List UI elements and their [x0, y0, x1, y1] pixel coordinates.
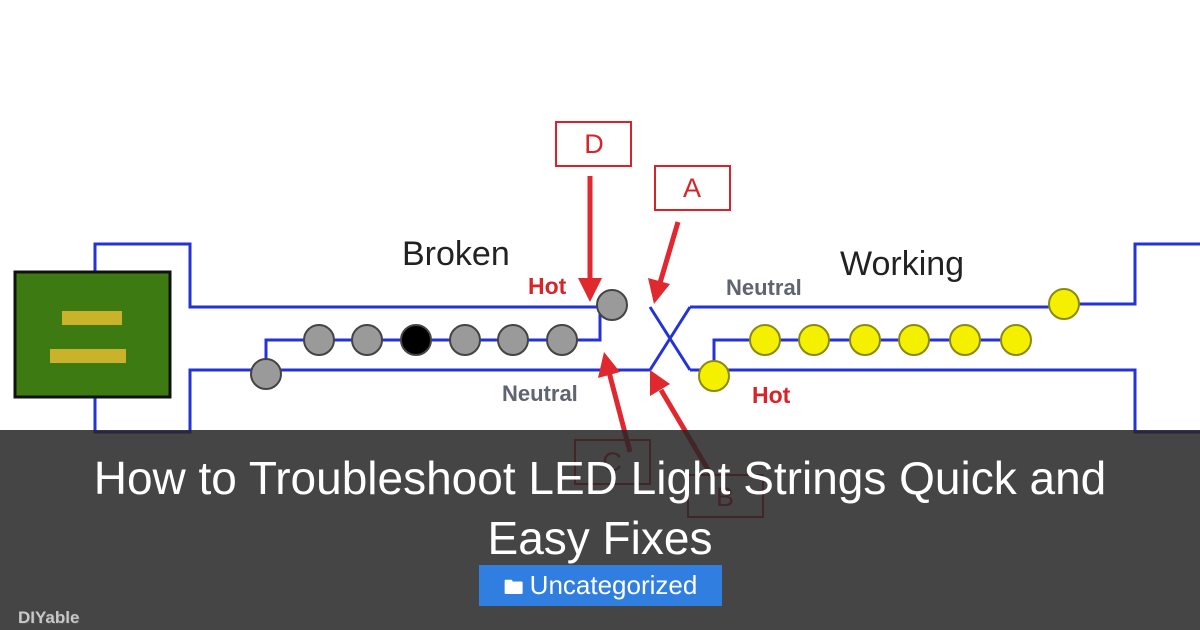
bulb-end-broken: [250, 358, 282, 390]
wire-cross-b: [648, 306, 692, 371]
bulb-off: [497, 324, 529, 356]
marker-d: D: [584, 129, 604, 159]
label-neutral-top: Neutral: [726, 275, 802, 300]
bulb-on: [749, 324, 781, 356]
outlet-icon: [13, 270, 172, 399]
working-string: [698, 288, 1080, 392]
bulb-on: [849, 324, 881, 356]
bulb-off: [546, 324, 578, 356]
bulb-on: [798, 324, 830, 356]
arrow-a: [657, 221, 681, 284]
bulb-dead: [400, 324, 432, 356]
label-hot-left: Hot: [528, 273, 567, 299]
bulb-on: [949, 324, 981, 356]
wire-working-top: [690, 242, 1200, 309]
article-title: How to Troubleshoot LED Light Strings Qu…: [93, 452, 1107, 564]
broken-string: [250, 289, 628, 390]
bulb-on: [898, 324, 930, 356]
category-label: Uncategorized: [529, 570, 698, 600]
label-neutral-bottom: Neutral: [502, 381, 578, 406]
bulb-off: [351, 324, 383, 356]
label-hot-right: Hot: [752, 382, 791, 408]
label-broken: Broken: [402, 235, 510, 273]
bulb-top-broken: [596, 289, 628, 321]
marker-box-d: [555, 121, 632, 167]
category-badge[interactable]: 🖿Uncategorized: [479, 565, 722, 606]
folder-icon: 🖿: [503, 577, 524, 599]
site-logo: DIYable: [18, 608, 80, 627]
wires: [93, 242, 1200, 434]
bulb-off: [303, 324, 335, 356]
bulb-end-working: [1048, 288, 1080, 320]
bulb-on: [698, 360, 730, 392]
marker-a: A: [683, 173, 701, 203]
wire-broken-bulbs: [264, 307, 602, 370]
bulb-on: [1000, 324, 1032, 356]
wire-plug-top: [93, 242, 612, 309]
bulb-off: [449, 324, 481, 356]
label-working: Working: [840, 245, 964, 283]
marker-box-a: [654, 165, 731, 211]
